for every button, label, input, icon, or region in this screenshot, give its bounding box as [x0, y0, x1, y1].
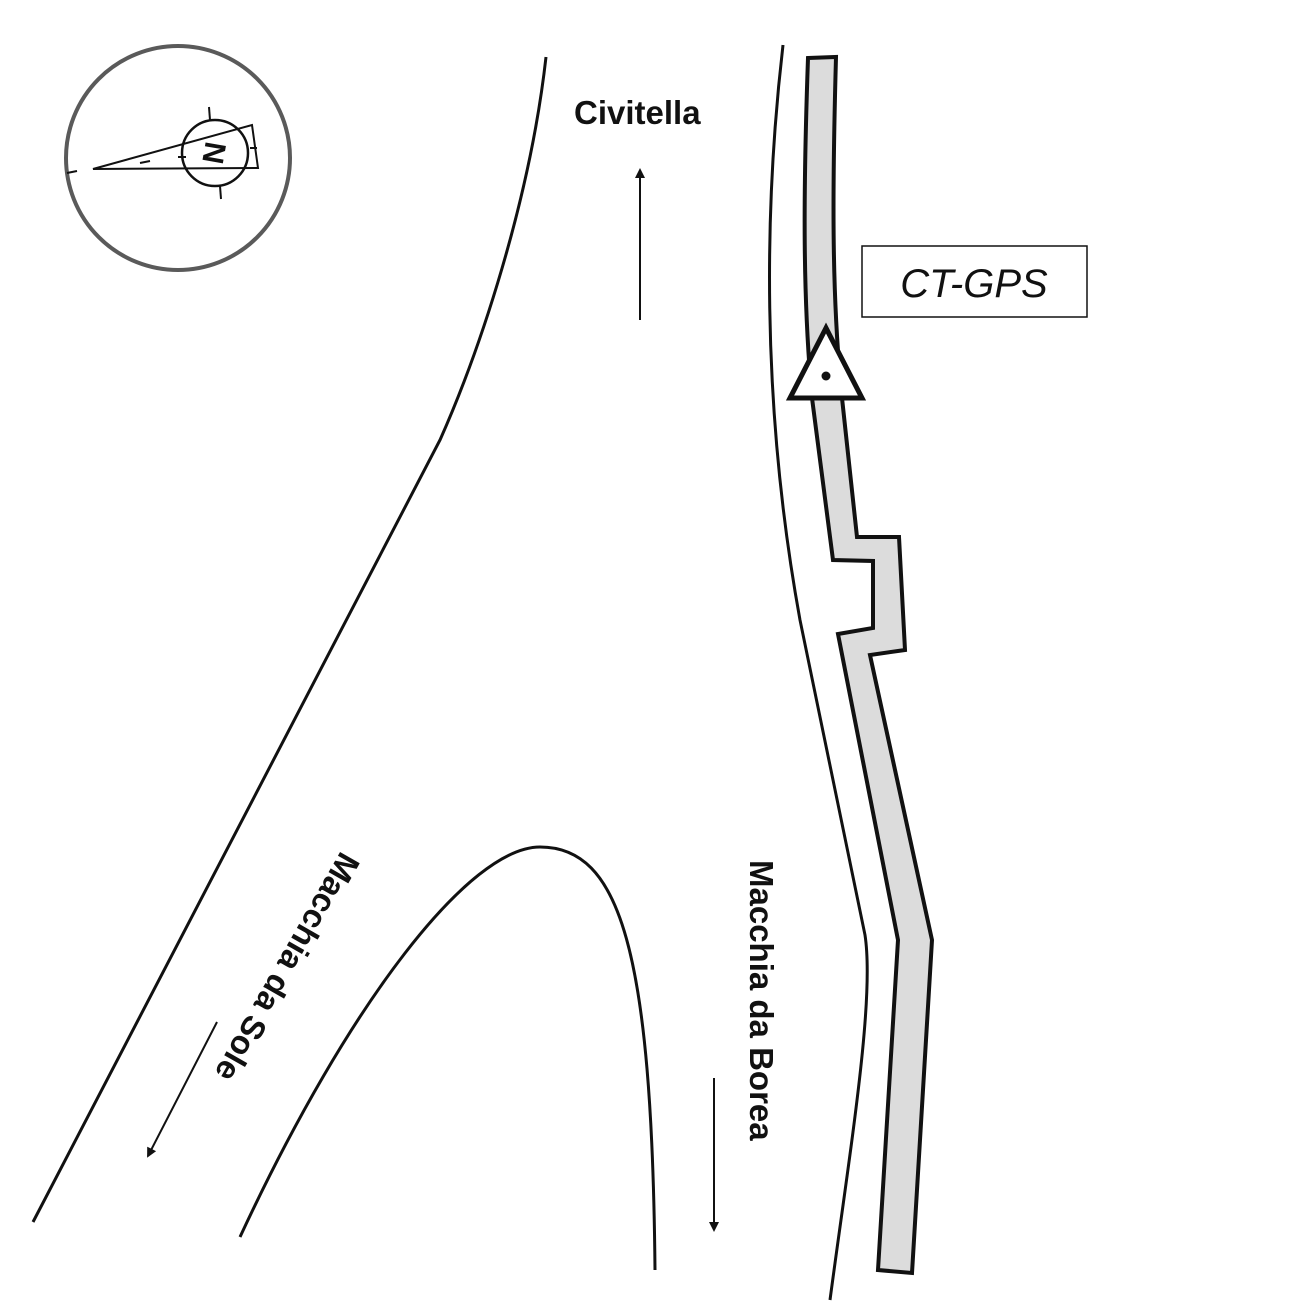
label-macchia-da-borea: Macchia da Borea [743, 860, 780, 1141]
label-civitella: Civitella [574, 94, 701, 131]
station-label: CT-GPS [900, 262, 1048, 306]
compass-north-label: N [197, 139, 233, 166]
arrow-macchia-da-sole [147, 1021, 218, 1158]
road-left-edge [31, 56, 548, 1223]
road-inner-curve [238, 845, 657, 1271]
compass-rose: N [64, 44, 292, 272]
road-right-edge [768, 44, 869, 1301]
gray-strip [802, 54, 935, 1276]
label-macchia-da-sole: Macchia da Sole [208, 847, 367, 1088]
gps-station-marker[interactable] [785, 322, 867, 401]
station-label-box: CT-GPS [861, 245, 1088, 318]
